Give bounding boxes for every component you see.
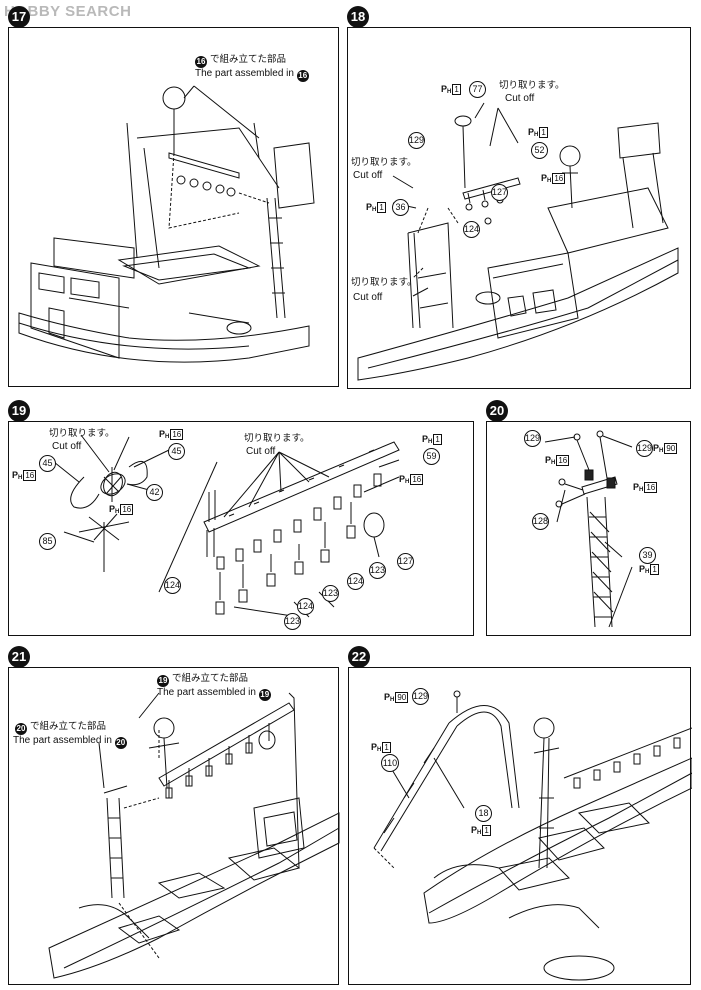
ref-step-badge: 20 (114, 737, 127, 749)
part-callout: 129 (636, 440, 653, 457)
step-number: 19 (8, 400, 30, 422)
part-callout: 127 (397, 553, 414, 570)
watermark-text: HOBBY SEARCH (4, 3, 132, 20)
part-callout: 129 (408, 132, 425, 149)
assembled-text-en: The part assembled in (13, 735, 112, 746)
ref-step-badge: 19 (157, 675, 169, 687)
part-callout: 45 (39, 455, 56, 472)
assembled-note-en: The part assembled in 16 (195, 68, 309, 82)
part-callout: 124 (164, 577, 181, 594)
part-callout: 128 (532, 513, 549, 530)
part-callout: 124 (463, 221, 480, 238)
assembled-text-jp: で組み立てた部品 (30, 721, 107, 732)
step-number: 21 (8, 646, 30, 668)
step-21-illustration (9, 668, 340, 986)
step-17-illustration (9, 28, 340, 388)
step-number: 17 (8, 6, 30, 28)
assembled-text-jp: で組み立てた部品 (172, 673, 249, 684)
step-21-panel: 21 19 で組み立てた部品 The part assembled in 19 … (8, 646, 340, 986)
part-callout: 129 (524, 430, 541, 447)
cut-off-note-jp: 切り取ります。 (351, 157, 417, 168)
part-callout: 36 (392, 199, 409, 216)
cut-off-note-en: Cut off (246, 446, 276, 457)
part-callout: 45 (168, 443, 185, 460)
step-number: 18 (347, 6, 369, 28)
cut-off-note-en: Cut off (52, 441, 82, 452)
step-17-panel: 17 16 で組み立てた部品 The part assembled in 16 (8, 6, 340, 388)
hobby-search-watermark: HOBBY SEARCH (4, 3, 131, 20)
part-callout: 18 (475, 805, 492, 822)
assembled-note-jp: 16 で組み立てた部品 (195, 54, 286, 68)
ref-step-badge: 16 (296, 70, 309, 82)
cut-off-note-jp: 切り取ります。 (351, 277, 417, 288)
part-callout: 85 (39, 533, 56, 550)
part-callout: 123 (369, 562, 386, 579)
step-18-illustration (348, 28, 692, 390)
ref-step-badge: 19 (258, 689, 271, 701)
part-callout: 124 (347, 573, 364, 590)
assembled-note-en: The part assembled in 20 (13, 735, 127, 749)
assembled-note-jp: 19 で組み立てた部品 (157, 673, 248, 687)
part-callout: 77 (469, 81, 486, 98)
assembled-note-jp: 20 で組み立てた部品 (15, 721, 106, 735)
cut-off-note-jp: 切り取ります。 (49, 428, 115, 439)
ref-step-badge: 20 (15, 723, 27, 735)
cut-off-note-jp: 切り取ります。 (244, 433, 310, 444)
part-callout: 59 (423, 448, 440, 465)
part-callout: 124 (297, 598, 314, 615)
part-callout: 42 (146, 484, 163, 501)
assembled-text-jp: で組み立てた部品 (210, 54, 287, 65)
cut-off-note-en: Cut off (505, 93, 535, 104)
assembled-note-en: The part assembled in 19 (157, 687, 271, 701)
step-number: 20 (486, 400, 508, 422)
part-callout: 129 (412, 688, 429, 705)
part-callout: 127 (491, 184, 508, 201)
part-callout: 123 (284, 613, 301, 630)
step-19-illustration (9, 422, 475, 637)
part-callout: 39 (639, 547, 656, 564)
cut-off-note-en: Cut off (353, 170, 383, 181)
step-22-illustration (349, 668, 692, 986)
ref-step-badge: 16 (195, 56, 207, 68)
part-callout: 52 (531, 142, 548, 159)
part-callout: 110 (381, 754, 399, 772)
cut-off-note-en: Cut off (353, 292, 383, 303)
assembled-text-en: The part assembled in (195, 68, 294, 79)
part-callout: 123 (322, 585, 339, 602)
assembled-text-en: The part assembled in (157, 687, 256, 698)
step-20-illustration (487, 422, 692, 637)
cut-off-note-jp: 切り取ります。 (499, 80, 565, 91)
step-number: 22 (348, 646, 370, 668)
